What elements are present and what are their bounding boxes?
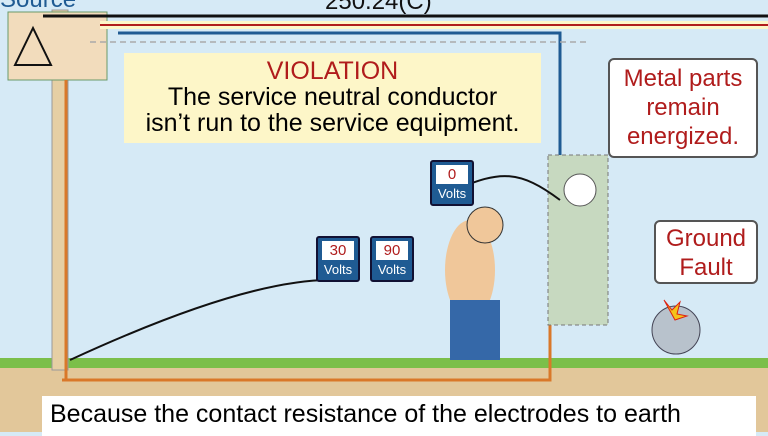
meter-value: 0 [436,165,468,184]
meter-value: 90 [376,241,408,260]
test-lead [69,279,331,361]
person-legs [450,300,500,360]
transformer [7,11,108,81]
meter-value: 30 [322,241,354,260]
delta-winding [13,25,53,66]
person [445,220,495,320]
callout-line: energized. [626,123,740,150]
violation-heading: VIOLATION [266,57,399,85]
ground-fault-callout: Ground Fault [654,220,758,284]
code-reference: 250.24(C) [325,0,432,15]
grass [0,358,768,368]
violation-line-2: isn’t run to the service equipment. [145,109,520,137]
metal-parts-callout: Metal parts remain energized. [608,58,758,158]
caption: Because the contact resistance of the el… [42,396,756,436]
callout-line: Metal parts [623,65,743,92]
fault-spark-icon [663,299,689,321]
meter-socket [563,173,597,207]
callout-line: Ground [665,225,747,252]
meter-unit: Volts [437,186,467,201]
callout-line: remain [646,94,720,121]
meter-unit: Volts [377,262,407,277]
violation-line-1: The service neutral conductor [167,83,498,111]
violation-box: VIOLATION The service neutral conductor … [124,53,541,143]
utility-pole [51,9,69,371]
source-label: Source [0,0,76,14]
callout-line: Fault [679,254,733,281]
meter-unit: Volts [323,262,353,277]
neutral-conductor [118,31,562,160]
